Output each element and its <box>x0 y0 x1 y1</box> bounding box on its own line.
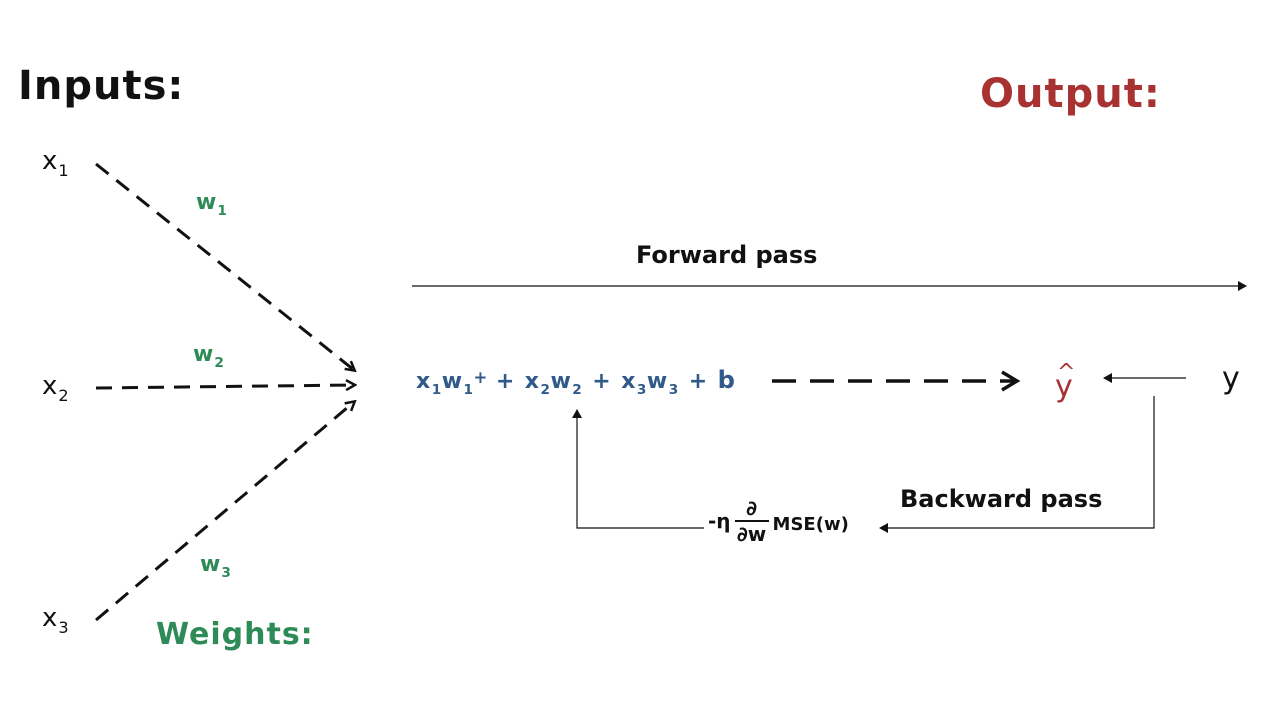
input-arrow-x2 <box>95 385 354 388</box>
input-x3: x3 <box>42 603 69 637</box>
gradient-update-path <box>572 409 704 529</box>
forward-pass-label: Forward pass <box>636 241 818 269</box>
partial-derivative-fraction: ∂ ∂w <box>734 498 769 544</box>
backward-pass-path <box>879 396 1155 533</box>
weight-w2: w2 <box>193 342 224 371</box>
weights-title: Weights: <box>156 617 314 652</box>
gradient-expression: -η ∂ ∂w MSE(w) <box>708 496 849 546</box>
y-hat-caret: ^ <box>1057 360 1076 385</box>
output-title: Output: <box>980 71 1161 117</box>
weighted-sum-equation: x1w1++x2w2+x3w3+b <box>416 366 736 398</box>
input-arrow-x3 <box>95 402 354 622</box>
backward-pass-label: Backward pass <box>900 485 1103 513</box>
input-x1: x1 <box>42 146 69 180</box>
input-x2: x2 <box>42 371 69 405</box>
weight-w3: w3 <box>200 552 231 581</box>
weight-w1: w1 <box>196 190 227 219</box>
inputs-title: Inputs: <box>18 63 185 109</box>
input-arrow-x1 <box>95 162 354 370</box>
prediction-y-hat: ^ y <box>1053 360 1076 404</box>
y-hat-letter: y <box>1055 369 1073 404</box>
target-y: y <box>1222 361 1240 396</box>
